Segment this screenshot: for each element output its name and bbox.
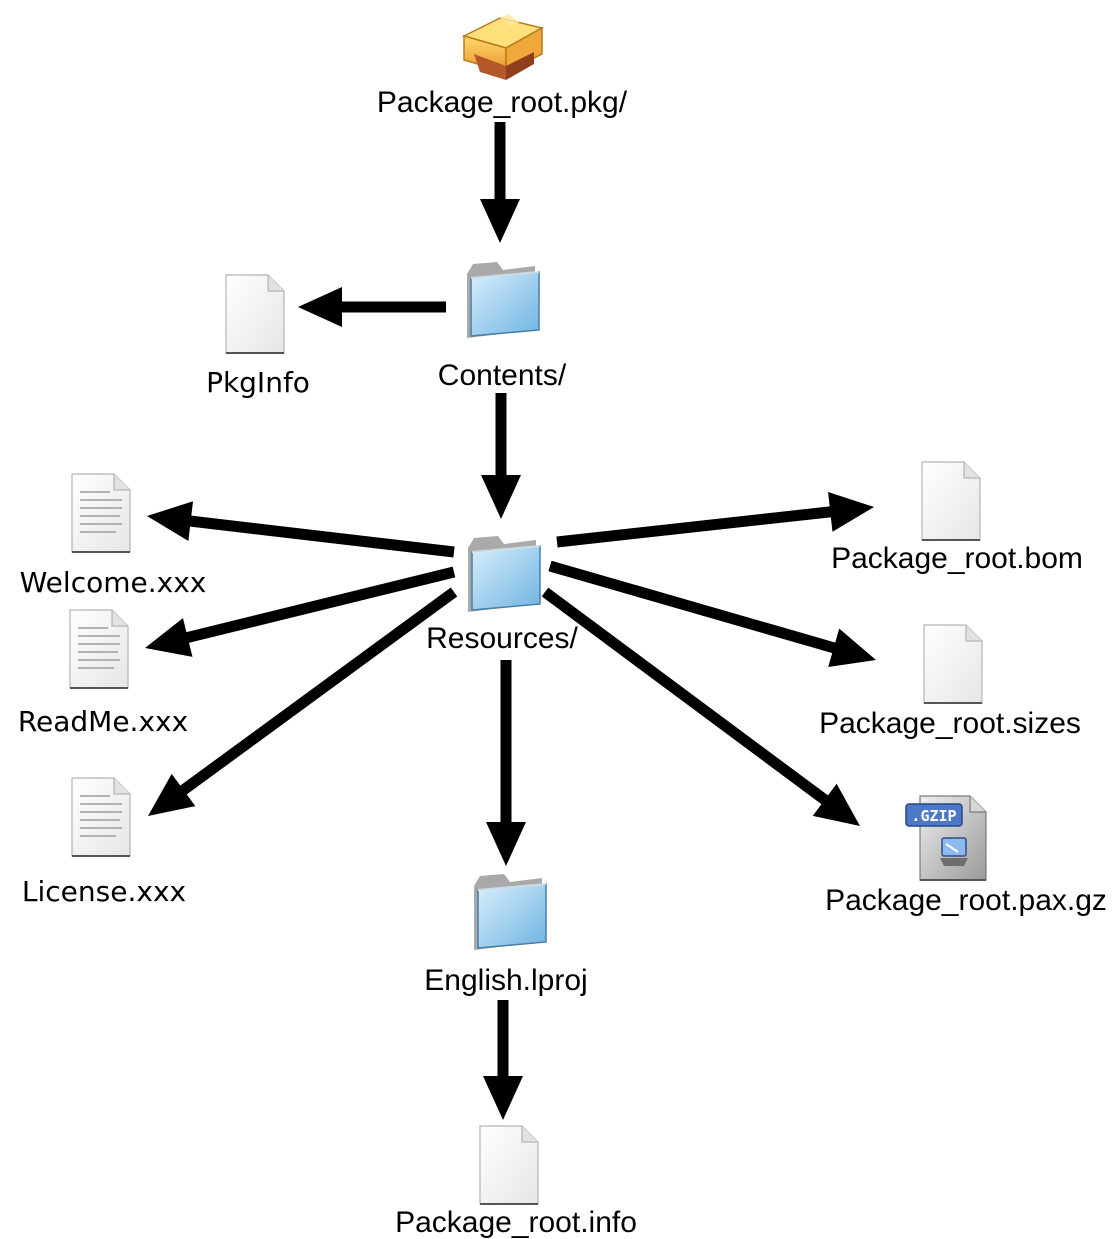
- arrow-resources-to-paxgz: [541, 587, 860, 826]
- node-label-welcome: Welcome.xxx: [20, 566, 207, 599]
- node-label-contents: Contents/: [438, 359, 567, 392]
- arrow-english-to-info: [483, 1000, 523, 1120]
- arrow-head: [828, 491, 874, 532]
- node-label-info: Package_root.info: [395, 1206, 637, 1239]
- blank-document-icon: [923, 624, 983, 704]
- arrow-shaft: [178, 587, 458, 796]
- arrow-head: [298, 287, 342, 327]
- node-label-english: English.lproj: [424, 964, 587, 997]
- arrow-head: [828, 628, 876, 668]
- gzip-archive-icon: .GZIP: [905, 795, 987, 881]
- node-label-readme: ReadMe.xxx: [18, 705, 188, 738]
- arrow-head: [145, 618, 193, 657]
- node-label-sizes: Package_root.sizes: [819, 707, 1081, 740]
- node-label-pkginfo: PkgInfo: [206, 366, 310, 399]
- arrow-resources-to-readme: [145, 566, 456, 657]
- arrow-shaft: [556, 506, 833, 548]
- folder-icon: [474, 874, 547, 950]
- arrow-head: [812, 783, 860, 826]
- arrow-head: [148, 773, 196, 816]
- arrow-package_root-to-contents: [480, 122, 520, 243]
- arrow-shaft: [188, 515, 455, 558]
- node-label-bom: Package_root.bom: [831, 542, 1083, 575]
- arrow-shaft: [184, 566, 456, 644]
- arrow-shaft: [548, 560, 838, 654]
- node-label-license: License.xxx: [22, 875, 186, 908]
- arrow-head: [483, 1076, 523, 1120]
- node-label-paxgz: Package_root.pax.gz: [825, 884, 1107, 917]
- node-label-resources: Resources/: [426, 622, 578, 655]
- arrow-head: [486, 822, 526, 866]
- arrow-shaft: [541, 587, 830, 806]
- blank-document-icon: [225, 274, 285, 354]
- arrows: [145, 122, 876, 1120]
- arrow-resources-to-bom: [556, 491, 874, 548]
- arrow-resources-to-welcome: [147, 501, 455, 558]
- text-document-icon: [69, 609, 129, 689]
- arrow-head: [480, 199, 520, 243]
- blank-document-icon: [479, 1125, 539, 1205]
- folder-icon: [468, 536, 541, 612]
- node-label-package-root: Package_root.pkg/: [377, 86, 628, 119]
- folder-icon: [467, 262, 540, 338]
- gzip-badge: .GZIP: [911, 807, 956, 825]
- arrow-head: [147, 501, 194, 541]
- text-document-icon: [71, 777, 131, 857]
- arrow-contents-to-pkginfo: [298, 287, 446, 327]
- blank-document-icon: [921, 461, 981, 541]
- arrow-resources-to-license: [148, 587, 458, 816]
- text-document-icon: [71, 473, 131, 553]
- arrow-head: [481, 475, 521, 519]
- package-icon: [461, 14, 545, 80]
- arrow-resources-to-sizes: [548, 560, 876, 668]
- arrow-resources-to-english: [486, 660, 526, 866]
- arrow-contents-to-resources: [481, 393, 521, 519]
